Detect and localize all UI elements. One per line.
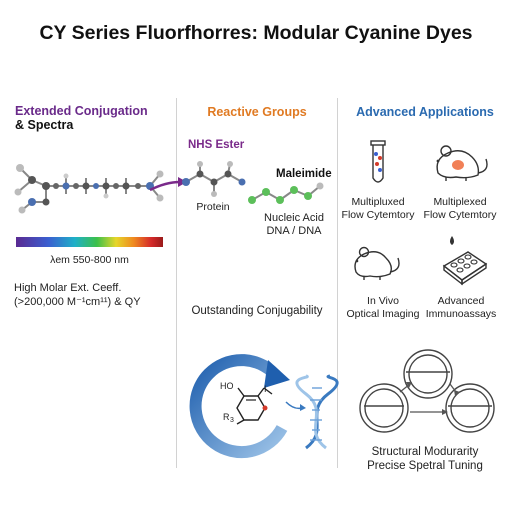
- cyanine-molecule-icon: [14, 164, 164, 214]
- feature-line1: High Molar Ext. Ceeff.: [14, 282, 122, 294]
- well-plate-icon: [442, 236, 488, 286]
- modularity-caption: Structural Modurarity Precise Spetral Tu…: [338, 445, 512, 473]
- dna-helix-icon: [295, 374, 339, 450]
- bottom-line1: Structural Modurarity: [371, 446, 479, 458]
- bottom-line2: Precise Spetral Tuning: [367, 460, 483, 472]
- nucleic-line2: DNA / DNA: [266, 225, 322, 237]
- app-immunoassays-label: Advanced Immunoassays: [420, 295, 502, 321]
- nucleic-line1: Nucleic Acid: [264, 212, 324, 224]
- app3-line1: In Vivo: [367, 295, 399, 307]
- mouse-icon: [436, 145, 488, 181]
- left-heading-line1: Extended Conjugation: [15, 104, 148, 118]
- spectrum-label: λem 550-800 nm: [50, 254, 129, 266]
- app1-line1: Multipluxed: [351, 196, 405, 208]
- extinction-feature: High Molar Ext. Ceeff. (>200,000 M⁻¹cm¹¹…: [14, 281, 141, 309]
- conjugability-label: Outstanding Conjugability: [191, 305, 323, 317]
- app2-line2: Flow Cytemtory: [423, 209, 497, 221]
- middle-column-heading: Reactive Groups: [207, 105, 307, 119]
- dna-arrow-icon: [285, 401, 306, 411]
- maleimide-molecule-icon: [248, 182, 324, 204]
- circular-arrow-icon: [189, 354, 290, 459]
- column-divider-right: [337, 98, 338, 468]
- spectrum-bar: [16, 237, 163, 247]
- structure-label-ho: HO: [220, 381, 234, 391]
- app4-line2: Immunoassays: [425, 308, 497, 320]
- phenol-structure-icon: [236, 387, 273, 425]
- app3-line2: Optical Imaging: [346, 308, 420, 320]
- maleimide-label: Maleimide: [276, 168, 332, 180]
- structure-label-i: I: [264, 384, 267, 394]
- app-in-vivo-label: In Vivo Optical Imaging: [338, 295, 428, 321]
- app2-line1: Multiplexed: [433, 196, 487, 208]
- feature-line2: (>200,000 M⁻¹cm¹¹) & QY: [14, 296, 141, 308]
- structure-label-subscript: 3: [230, 417, 234, 424]
- left-column-heading: Extended Conjugation & Spectra: [15, 104, 148, 132]
- left-heading-line2: & Spectra: [15, 118, 74, 132]
- column-divider-left: [176, 98, 177, 468]
- mouse-imaging-icon: [354, 246, 400, 280]
- modularity-circles-icon: [359, 349, 495, 433]
- right-column-heading: Advanced Applications: [356, 105, 494, 119]
- app1-line2: Flow Cytemtory: [341, 209, 415, 221]
- nucleic-acid-label: Nucleic Acid DNA / DNA: [258, 212, 330, 238]
- app4-line1: Advanced: [437, 295, 485, 307]
- structure-label-r: R: [223, 412, 230, 422]
- nhs-ester-label: NHS Ester: [188, 139, 245, 151]
- app-multiplexed-label: Multipluxed Flow Cytemtory: [338, 196, 418, 222]
- app-flow-cytometry-label: Multiplexed Flow Cytemtory: [420, 196, 500, 222]
- page-title: CY Series Fluorfhorres: Modular Cyanine …: [39, 22, 473, 44]
- nhs-molecule-icon: [182, 161, 246, 197]
- protein-label: Protein: [196, 201, 230, 213]
- test-tube-icon: [370, 140, 386, 183]
